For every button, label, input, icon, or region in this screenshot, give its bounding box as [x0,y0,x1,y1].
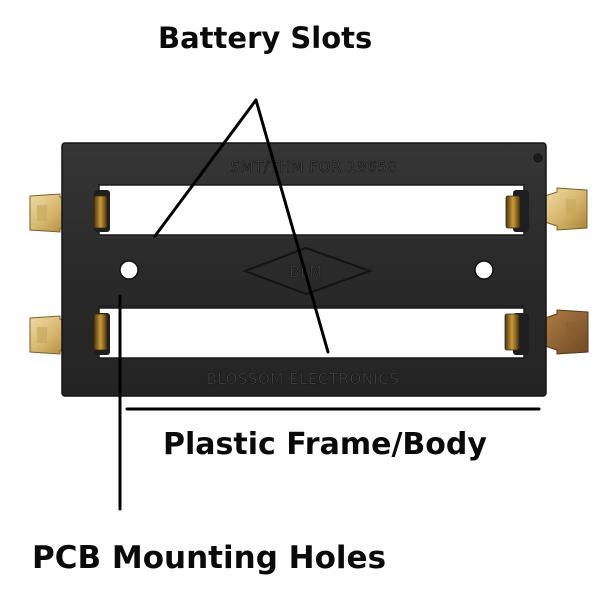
top-edge-molded-text: SMT/THM FOR 18650 [231,158,398,176]
battery-slots-label: Battery Slots [158,21,373,55]
spring-contact-top-right [505,195,521,229]
bottom-edge-molded-text: BLOSSOM ELECTRONICS [207,370,400,388]
leader-lines [118,98,541,511]
battery-slot-bottom [94,307,529,359]
spring-contact-bottom-right [504,313,520,351]
spring-contact-bottom-left [93,313,108,351]
battery-slot-top [94,184,529,236]
pcb-mounting-holes-label: PCB Mounting Holes [32,540,387,576]
logo-diamond [242,246,373,296]
spring-contact-top-left [93,195,108,229]
mounting-hole-right [474,260,494,280]
right-top-terminal [544,187,588,231]
leader-battery-slots-right [254,98,330,354]
mounting-hole-left [119,260,139,280]
plastic-frame-label: Plastic Frame/Body [163,427,487,462]
right-bottom-terminal [544,309,589,355]
leader-battery-slots-left [153,98,258,238]
